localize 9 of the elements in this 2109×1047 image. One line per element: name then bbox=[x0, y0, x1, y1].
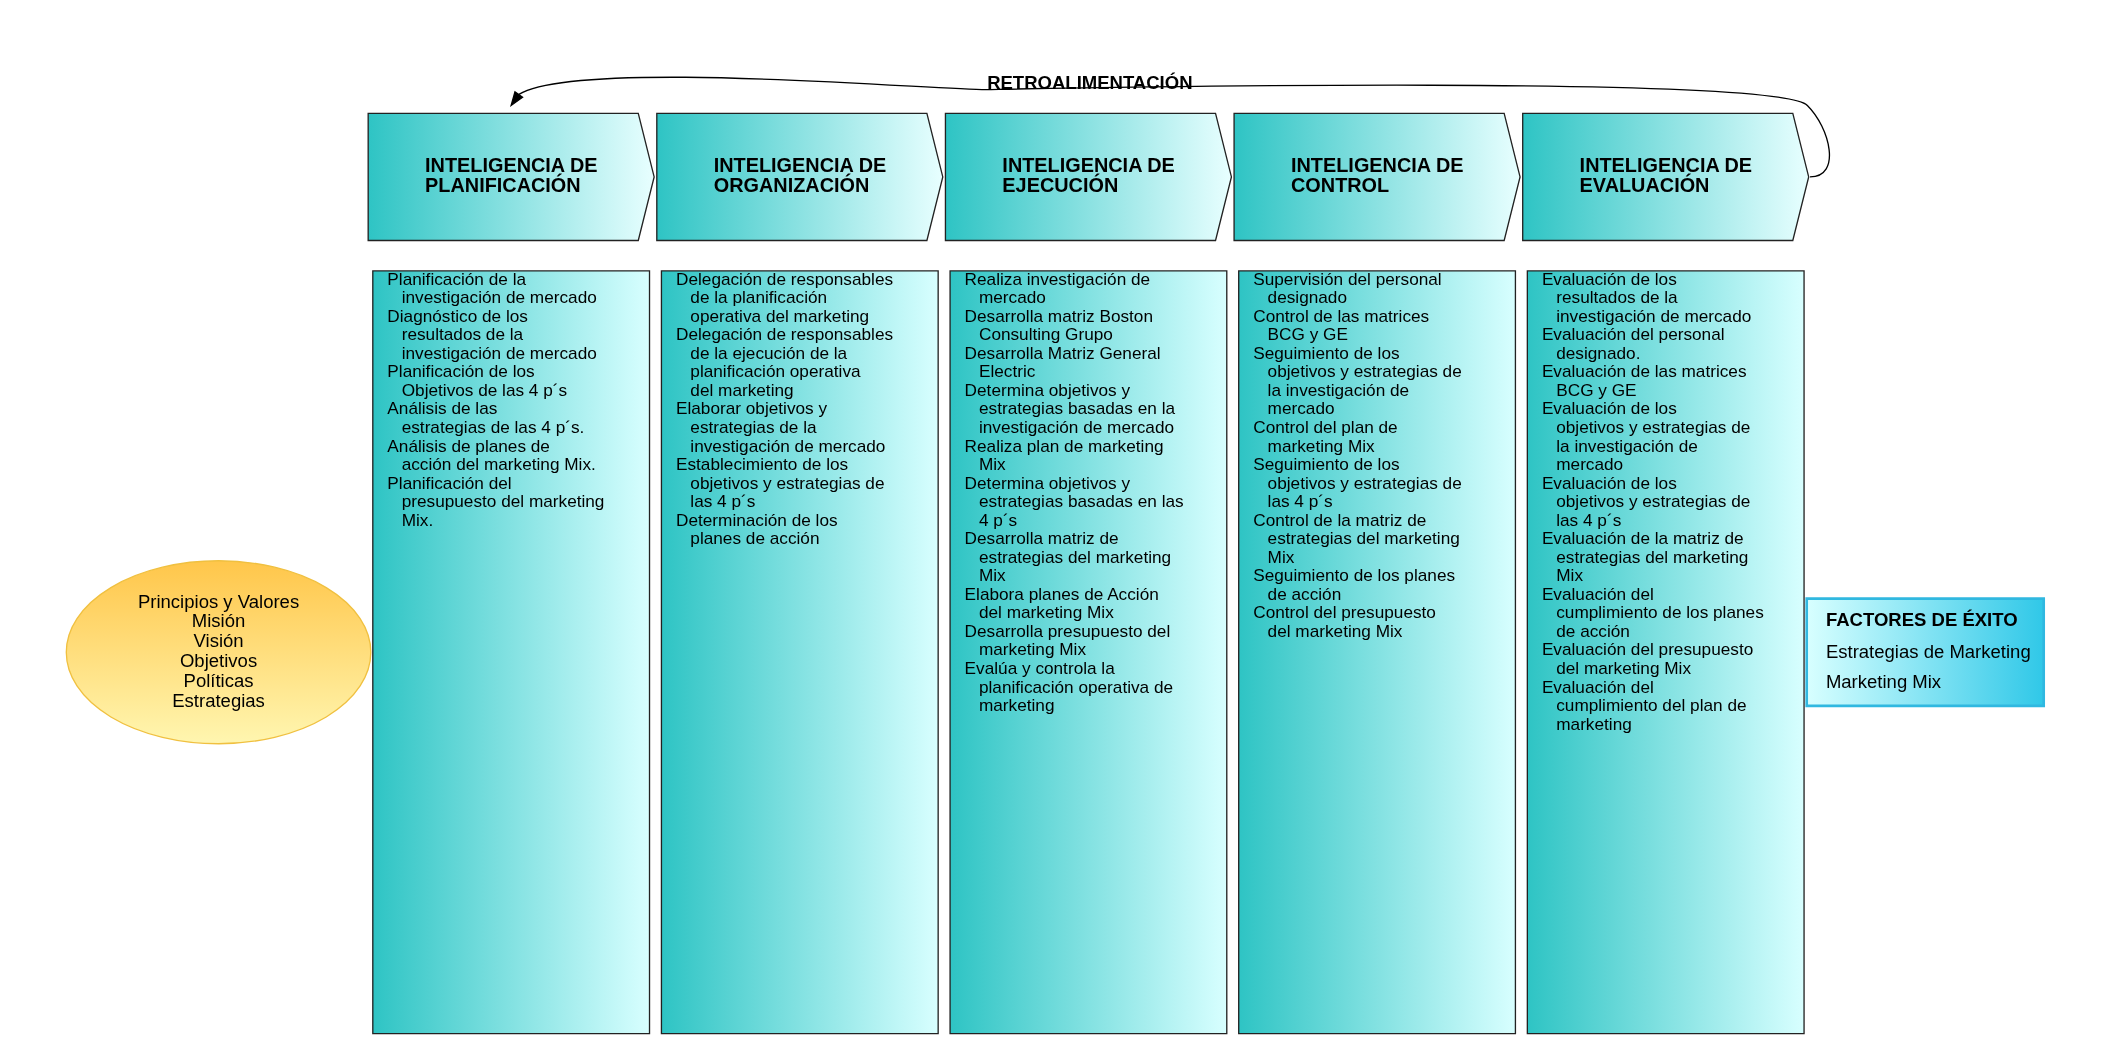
arrow bbox=[509, 76, 1830, 178]
edge-label: RETROALIMENTACIÓN bbox=[986, 71, 1193, 93]
node-ellipse: Principios y Valores Misión Visión Objetivos Políticas Estrategias bbox=[65, 560, 371, 745]
node-box: FACTORES DE ÉXITO Estrategias de Marketing Marketing Mix bbox=[1804, 597, 2045, 708]
node-box: Evaluación de los resultados de la investigación de mercado Evaluación del personal designado. Evaluación de las matrices BCG y GE Evaluación de los objetivos y estrategias de la investigación de mercado Evaluación de los objetivos y estrategias de las 4 p´s Evaluación de la matriz de estrategias del marketing Mix Evaluación del cumplimiento de los planes de acción Evaluación del presupuesto del marketing Mix Evaluación del cumplimiento del plan de marketing bbox=[1526, 270, 1805, 1035]
node-box: Delegación de responsables de la planificación operativa del marketing Delegación de responsables de la ejecución de la planificación operativa del marketing Elaborar objetivos y estrategias de la investigación de mercado Establecimiento de los objetivos y estrategias de las 4 p´s Determinación de los planes de acción bbox=[660, 270, 939, 1035]
node-box: Planificación de la investigación de mercado Diagnóstico de los resultados de la investigación de mercado Planificación de los Objetivos de las 4 p´s Análisis de las estrategias de las 4 p´s. Análisis de planes de acción del marketing Mix. Planificación del presupuesto del marketing Mix. bbox=[371, 270, 650, 1035]
node-box: Supervisión del personal designado Control de las matrices BCG y GE Seguimiento de los objetivos y estrategias de la investigación de mercado Control del plan de marketing Mix Seguimiento de los objetivos y estrategias de las 4 p´s Control de la matriz de estrategias del marketing Mix Seguimiento de los planes de acción Control del presupuesto del marketing Mix bbox=[1237, 270, 1516, 1035]
node-box: Realiza investigación de mercado Desarrolla matriz Boston Consulting Grupo Desarrolla Matriz General Electric Determina objetivos y estrategias basadas en la investigación de mercado Realiza plan de marketing Mix Determina objetivos y estrategias basadas en las 4 p´s Desarrolla matriz de estrategias del marketing Mix Elabora planes de Acción del marketing Mix Desarrolla presupuesto del marketing Mix Evalúa y controla la planificación operativa de marketing bbox=[948, 270, 1227, 1035]
